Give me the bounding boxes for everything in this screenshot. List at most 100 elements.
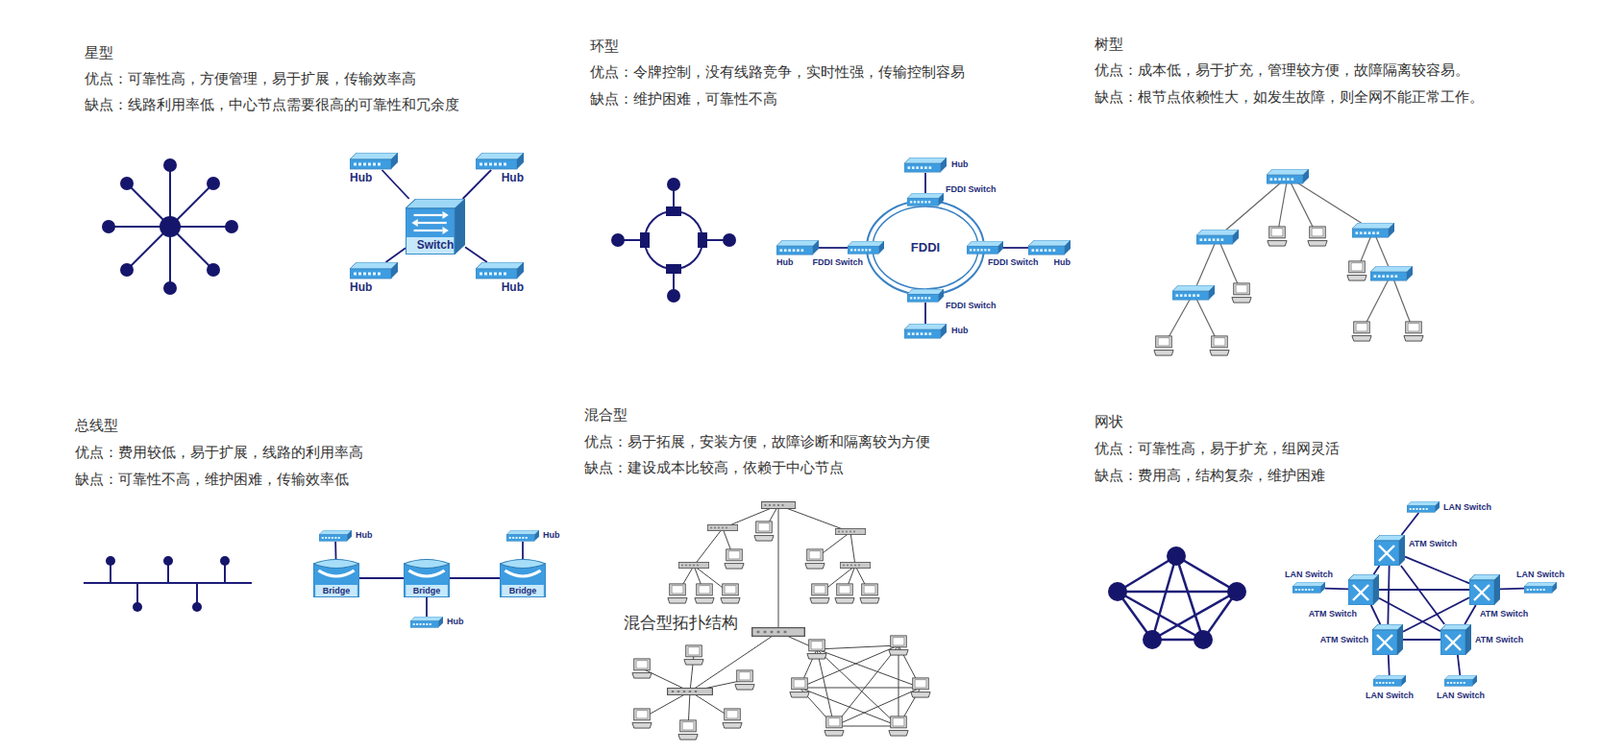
- atm-switch-icon: [1469, 574, 1501, 606]
- link-line: [1378, 589, 1470, 591]
- disadvantages-text: 缺点：维护困难，可靠性不高: [590, 90, 778, 110]
- hub-device-icon: [349, 262, 398, 280]
- ring-line: [617, 184, 730, 296]
- fddi-switch-icon: [907, 193, 944, 207]
- link-line: [1374, 566, 1380, 575]
- disadvantages-text: 缺点：可靠性不高，维护困难，传输效率低: [74, 470, 349, 491]
- topology-name: 星型: [84, 44, 114, 64]
- lan-switch: LAN Switch: [1406, 501, 1440, 514]
- tree-device: [1347, 261, 1367, 281]
- hub-device-icon: [349, 262, 398, 279]
- hub-device-icon: [319, 530, 352, 542]
- link-line: [386, 247, 406, 263]
- device-label: Hub: [355, 530, 373, 541]
- bridge-device: Bridge: [499, 559, 546, 598]
- tree-link: [1163, 176, 1414, 346]
- hub-device: Hub: [1028, 240, 1071, 256]
- hybrid-device: [835, 584, 855, 604]
- link-line: [1325, 588, 1349, 591]
- hybrid-device: [632, 709, 652, 729]
- star-dot: [206, 176, 221, 191]
- link-line: [359, 577, 404, 580]
- tree-device: [1154, 336, 1174, 356]
- hub-device: Hub: [319, 530, 352, 542]
- mesh-line: [1152, 591, 1237, 640]
- link-line: [334, 541, 337, 560]
- hybrid-device: [789, 678, 810, 698]
- tree-device: [1154, 169, 1424, 356]
- hybrid-link: [693, 528, 723, 567]
- link-line: [465, 246, 488, 263]
- disadvantages-text: 缺点：根节点依赖性大，如发生故障，则全网不能正常工作。: [1094, 88, 1484, 108]
- ring-station: [665, 206, 682, 217]
- device-label: LAN Switch: [1443, 502, 1492, 513]
- hybrid-link: [778, 505, 851, 533]
- hybrid-device: [735, 670, 755, 690]
- mesh-line: [1117, 591, 1204, 640]
- star-dot: [159, 216, 181, 238]
- device-label: Hub: [1054, 257, 1072, 268]
- fddi-switch: FDDI Switch: [966, 241, 1004, 255]
- link-line: [449, 577, 500, 580]
- ring-station: [665, 264, 682, 274]
- tree-device: [1172, 285, 1215, 300]
- advantages-text: 优点：易于拓展，安装方便，故障诊断和隔离较为方便: [584, 433, 931, 453]
- hybrid-device: [888, 636, 909, 656]
- hybrid-link: [689, 632, 779, 692]
- hub-device-icon: [349, 152, 398, 171]
- hybrid-device: [678, 720, 698, 740]
- device-label: FDDI Switch: [945, 184, 997, 195]
- atm-switch: ATM Switch: [1469, 574, 1501, 606]
- lan-switch-icon: [1524, 582, 1557, 593]
- tree-device: [1370, 266, 1413, 281]
- bridge-device: Bridge: [403, 559, 450, 598]
- device-label: Hub: [542, 530, 561, 541]
- fddi-switch-icon: [907, 193, 944, 206]
- lan-switch-icon: [1406, 501, 1440, 514]
- link-line: [425, 597, 428, 617]
- hybrid-device: [810, 584, 830, 604]
- ring-station: [666, 289, 681, 303]
- hybrid-link: [834, 726, 899, 728]
- atm-switch-icon: [1440, 624, 1472, 656]
- bridge-device: Bridge: [313, 559, 360, 598]
- link-line: [1371, 605, 1381, 625]
- device-label: Bridge: [403, 586, 450, 596]
- lan-switch: LAN Switch: [1373, 675, 1406, 688]
- bus-dot: [132, 602, 143, 613]
- hybrid-device: [835, 528, 865, 535]
- hub-device-icon: [349, 152, 398, 170]
- device-label: LAN Switch: [1436, 690, 1485, 701]
- hybrid-device: [694, 584, 714, 604]
- link-line: [924, 172, 927, 194]
- tree-device: [1267, 226, 1287, 247]
- hub-device-icon: [904, 323, 947, 339]
- ring-station: [611, 233, 625, 247]
- tree-device: [1266, 169, 1309, 184]
- tree-device: [1307, 226, 1328, 247]
- hub-device-icon: [475, 262, 524, 279]
- hub-device: Hub: [349, 152, 398, 171]
- bus-dot: [105, 556, 230, 613]
- bus-dot: [192, 602, 202, 613]
- bus-dot: [163, 556, 173, 567]
- link-line: [1457, 655, 1460, 676]
- hybrid-device: [667, 689, 714, 696]
- atm-switch-icon: [1372, 624, 1404, 656]
- disadvantages-text: 缺点：费用高，结构复杂，维护困难: [1094, 467, 1326, 487]
- link-line: [1403, 639, 1441, 641]
- ring-station: [611, 177, 737, 303]
- hub-device-icon: [506, 530, 540, 542]
- lan-switch-icon: [1444, 675, 1477, 688]
- bus-line: [83, 561, 252, 608]
- advantages-text: 优点：成本低，易于扩充，管理较方便，故障隔离较容易。: [1094, 61, 1470, 81]
- hybrid-device: [888, 716, 909, 737]
- device-label: Hub: [349, 172, 372, 186]
- star-dot: [224, 220, 239, 234]
- hybrid-device: [805, 549, 825, 569]
- device-label: Hub: [446, 616, 465, 627]
- hub-device-icon: [410, 616, 444, 628]
- hybrid-device: [824, 716, 844, 737]
- lan-switch-icon: [1373, 675, 1406, 687]
